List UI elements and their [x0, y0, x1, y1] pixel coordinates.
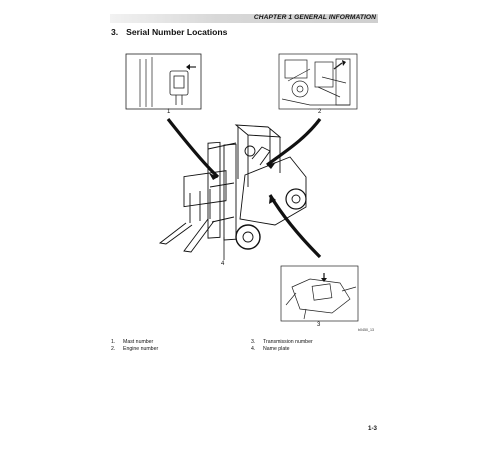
legend-item-1: 1.Mast number — [111, 339, 154, 345]
callout-1: 1 — [167, 109, 171, 115]
figure-code: b0450_13 — [358, 328, 374, 332]
chapter-header-bar — [110, 14, 378, 23]
detail-box-transmission — [280, 265, 359, 322]
detail-box-engine — [278, 53, 358, 110]
section-number: 3. — [111, 27, 119, 37]
serial-number-figure: 1 2 3 4 b0450_13 — [110, 47, 378, 335]
legend-item-4: 4.Name plate — [251, 346, 290, 352]
section-title: 3. Serial Number Locations — [111, 27, 227, 37]
section-title-text: Serial Number Locations — [126, 27, 228, 37]
callout-lines — [166, 118, 322, 260]
callout-3: 3 — [317, 322, 321, 328]
detail-box-mast — [125, 53, 202, 110]
forklift-body — [158, 124, 307, 253]
legend-item-3: 3.Transmission number — [251, 339, 313, 345]
callout-2: 2 — [318, 109, 322, 115]
callout-4: 4 — [221, 261, 225, 267]
legend-item-2: 2.Engine number — [111, 346, 159, 352]
page-number: 1-3 — [368, 425, 377, 432]
chapter-title: CHAPTER 1 GENERAL INFORMATION — [253, 14, 376, 21]
forklift-illustration — [125, 53, 359, 322]
